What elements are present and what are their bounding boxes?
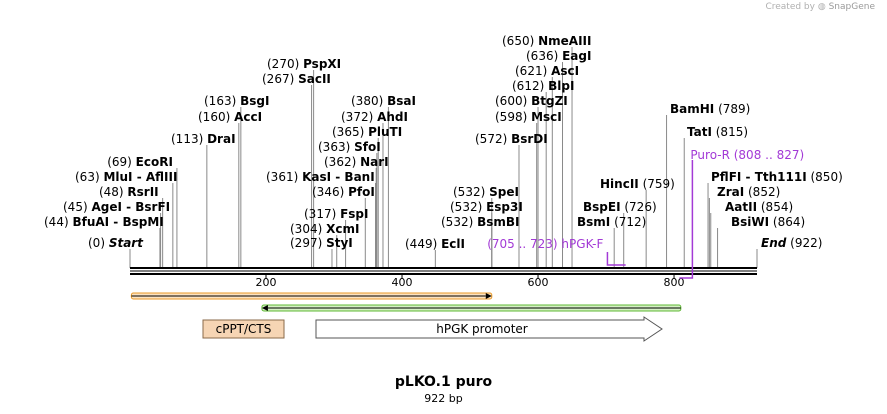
site-xcmi-label[interactable]: (304) XcmI bbox=[290, 222, 359, 236]
site-mlui-afliii-label[interactable]: (63) MluI - AflIII bbox=[75, 170, 177, 184]
site-msci-label[interactable]: (598) MscI bbox=[495, 110, 562, 124]
axis-tick-label: 400 bbox=[392, 276, 413, 289]
credit-prefix: Created by bbox=[765, 2, 815, 12]
site-spei-label[interactable]: (532) SpeI bbox=[453, 185, 519, 199]
site-bsgi-label[interactable]: (163) BsgI bbox=[204, 94, 269, 108]
site-hincii-label[interactable]: HincII (759) bbox=[600, 177, 675, 191]
site-pspxi-label[interactable]: (270) PspXI bbox=[267, 57, 341, 71]
site-sacii-label[interactable]: (267) SacII bbox=[262, 72, 331, 86]
feature-layer: cPPT/CTS hPGK promoter bbox=[202, 316, 663, 342]
site-asci-label[interactable]: (621) AscI bbox=[515, 64, 579, 78]
site-pflfi-tth111i-label[interactable]: PflFI - Tth111I (850) bbox=[711, 170, 843, 184]
site-start-label[interactable]: (0) Start bbox=[88, 236, 144, 250]
snapgene-logo-icon: ◍ bbox=[817, 2, 826, 12]
site-kasi-bani-label[interactable]: (361) KasI - BanI bbox=[266, 170, 375, 184]
site-ahdi-label[interactable]: (372) AhdI bbox=[341, 110, 408, 124]
primer-layer: (705 .. 723) hPGK-F Puro-R (808 .. 827) bbox=[487, 148, 804, 279]
site-bspei-label[interactable]: BspEI (726) bbox=[583, 200, 657, 214]
site-bsai-label[interactable]: (380) BsaI bbox=[351, 94, 416, 108]
map-title: pLKO.1 puro bbox=[394, 374, 493, 390]
site-bfuai-bspmi-label[interactable]: (44) BfuAI - BspMI bbox=[44, 215, 164, 229]
site-drai-label[interactable]: (113) DraI bbox=[171, 132, 236, 146]
primer-puro-r[interactable]: Puro-R (808 .. 827) bbox=[679, 148, 804, 279]
axis-tick-label: 800 bbox=[664, 276, 685, 289]
site-esp3i-label[interactable]: (532) Esp3I bbox=[450, 200, 523, 214]
site-nari-label[interactable]: (362) NarI bbox=[324, 155, 389, 169]
site-bsrdi-label[interactable]: (572) BsrDI bbox=[475, 132, 548, 146]
axis-tick-label: 600 bbox=[528, 276, 549, 289]
site-bamhi-label[interactable]: BamHI (789) bbox=[670, 102, 750, 116]
svg-text:hPGK promoter: hPGK promoter bbox=[436, 322, 528, 336]
map-length: 922 bp bbox=[424, 392, 463, 405]
svg-text:cPPT/CTS: cPPT/CTS bbox=[216, 322, 272, 336]
credit-brand: SnapGene bbox=[828, 2, 875, 12]
site-eagi-label[interactable]: (636) EagI bbox=[526, 49, 591, 63]
site-leader-lines bbox=[129, 47, 758, 268]
site-zrai-label[interactable]: ZraI (852) bbox=[717, 185, 780, 199]
site-pfoi-label[interactable]: (346) PfoI bbox=[312, 185, 375, 199]
site-tati-label[interactable]: TatI (815) bbox=[687, 125, 748, 139]
site-ecli-label[interactable]: (449) EclI bbox=[405, 237, 465, 251]
site-sfoi-label[interactable]: (363) SfoI bbox=[318, 140, 381, 154]
site-end-label[interactable]: End (922) bbox=[761, 236, 822, 250]
feature-cppt-cts[interactable]: cPPT/CTS bbox=[202, 319, 285, 339]
svg-text:Puro-R (808 .. 827): Puro-R (808 .. 827) bbox=[690, 148, 804, 162]
axis-ticks: 200 400 600 800 bbox=[256, 274, 685, 289]
orf-tracks bbox=[130, 292, 682, 312]
site-aatii-label[interactable]: AatII (854) bbox=[725, 200, 793, 214]
site-bsiwi-label[interactable]: BsiWI (864) bbox=[731, 215, 805, 229]
site-styi-label[interactable]: (297) StyI bbox=[290, 236, 353, 250]
site-pluti-label[interactable]: (365) PluTI bbox=[332, 125, 402, 139]
primer-hpgk-f[interactable]: (705 .. 723) hPGK-F bbox=[487, 237, 626, 266]
site-nmeaiii-label[interactable]: (650) NmeAIII bbox=[502, 34, 591, 48]
site-acci-label[interactable]: (160) AccI bbox=[198, 110, 262, 124]
site-agei-bsrfi-label[interactable]: (45) AgeI - BsrFI bbox=[63, 200, 170, 214]
site-ecori-label[interactable]: (69) EcoRI bbox=[107, 155, 173, 169]
svg-text:(705 .. 723) hPGK-F: (705 .. 723) hPGK-F bbox=[487, 237, 603, 251]
dna-backbone bbox=[130, 267, 757, 275]
site-fspi-label[interactable]: (317) FspI bbox=[304, 207, 369, 221]
snapgene-credit: Created by ◍ SnapGene bbox=[765, 2, 875, 12]
site-bsmi-label[interactable]: BsmI (712) bbox=[577, 215, 646, 229]
site-blpi-label[interactable]: (612) BlpI bbox=[512, 79, 574, 93]
axis-tick-label: 200 bbox=[256, 276, 277, 289]
feature-hpgk-promoter[interactable]: hPGK promoter bbox=[315, 316, 663, 342]
reverse-orf-track bbox=[261, 304, 682, 312]
forward-orf-track bbox=[130, 292, 493, 300]
site-labels: (0) Start (44) BfuAI - BspMI(45) AgeI - B… bbox=[44, 34, 843, 251]
site-btgzi-label[interactable]: (600) BtgZI bbox=[495, 94, 568, 108]
site-bsmbi-label[interactable]: (532) BsmBI bbox=[441, 215, 520, 229]
site-rsrii-label[interactable]: (48) RsrII bbox=[99, 185, 159, 199]
